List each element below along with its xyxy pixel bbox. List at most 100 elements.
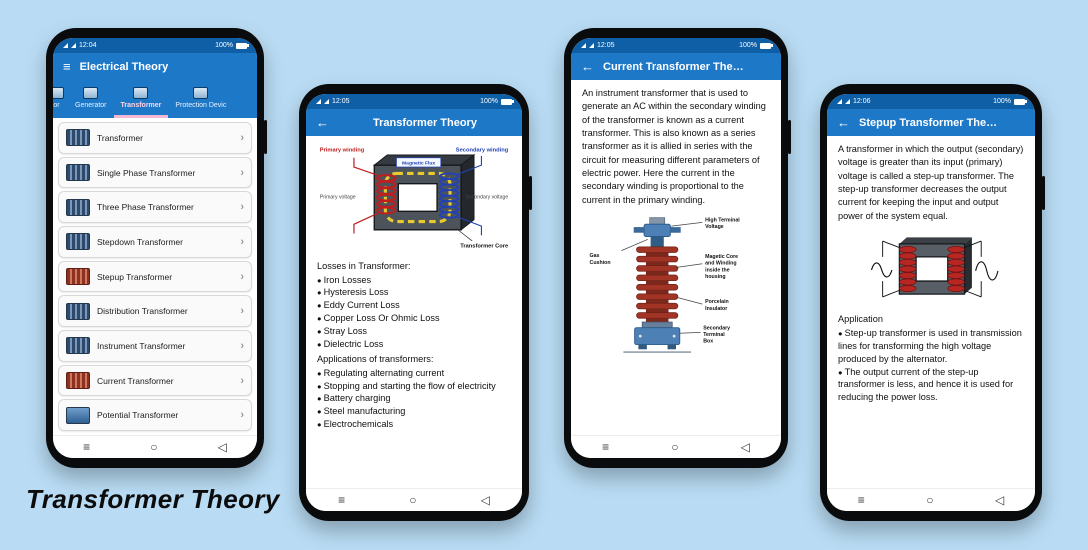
phone-3-frame: 12:05 100% ← Current Transformer The… An… [564, 28, 791, 468]
battery-icon [760, 42, 773, 49]
transformer-icon [66, 233, 90, 251]
label-primary-winding: Primary winding [320, 147, 365, 153]
svg-text:Cushion: Cushion [590, 260, 611, 266]
application-item: Electrochemicals [317, 418, 511, 431]
app-bar: ← Transformer Theory [306, 109, 522, 136]
phone-2-screen: 12:05 100% ← Transformer Theory [306, 94, 522, 511]
svg-text:and Winding: and Winding [705, 261, 736, 267]
android-nav-bar: ≡ ○ ◁ [827, 488, 1035, 511]
status-bar: 12:05 100% [571, 38, 781, 53]
chevron-right-icon: › [240, 374, 244, 387]
phone-2-frame: 12:05 100% ← Transformer Theory [299, 84, 532, 521]
svg-text:inside the: inside the [705, 267, 730, 273]
application-heading: Application [838, 314, 883, 325]
phone-1-frame: 12:04 100% ≡ Electrical Theory or Gener [46, 28, 267, 468]
app-bar: ← Current Transformer The… [571, 53, 781, 80]
page-title: Transformer Theory [373, 116, 477, 129]
nav-menu-icon[interactable]: ≡ [338, 493, 346, 507]
transformer-icon [66, 268, 90, 286]
application-item: Battery charging [317, 392, 511, 405]
chevron-right-icon: › [240, 235, 244, 248]
nav-menu-icon[interactable]: ≡ [602, 440, 610, 454]
label-gas-cushion: Gas [590, 253, 600, 259]
nav-menu-icon[interactable]: ≡ [83, 440, 91, 454]
back-arrow-icon[interactable]: ← [837, 115, 850, 130]
app-bar: ≡ Electrical Theory [53, 53, 257, 80]
transformer-icon [66, 406, 90, 424]
list-item-potential[interactable]: Potential Transformer › [58, 399, 252, 432]
application-item: Regulating alternating current [317, 367, 511, 380]
back-arrow-icon[interactable]: ← [316, 115, 329, 130]
list-item-single-phase[interactable]: Single Phase Transformer › [58, 156, 252, 189]
svg-text:Voltage: Voltage [705, 224, 724, 230]
secondary-coil [438, 172, 460, 219]
transformer-icon [66, 198, 90, 216]
chevron-right-icon: › [240, 305, 244, 318]
list-item-transformer[interactable]: Transformer › [58, 122, 252, 154]
app-bar: ← Stepup Transformer The… [827, 109, 1035, 136]
label-porcelain-insulator: Porcelain [705, 299, 729, 305]
input-sine-symbol [870, 262, 893, 278]
transformer-icon [66, 302, 90, 320]
loss-item: Iron Losses [317, 274, 511, 287]
article-content: A transformer in which the output (secon… [827, 136, 1035, 488]
porcelain-stack [636, 246, 679, 323]
tab-label: Generator [75, 101, 107, 109]
tab-protection-devices[interactable]: Protection Devic [168, 80, 233, 118]
list-item-instrument[interactable]: Instrument Transformer › [58, 330, 252, 362]
back-arrow-icon[interactable]: ← [581, 59, 594, 74]
nav-back-icon[interactable]: ◁ [740, 440, 750, 454]
tab-motor[interactable]: or [53, 80, 68, 118]
nav-home-icon[interactable]: ○ [409, 493, 417, 507]
nav-menu-icon[interactable]: ≡ [857, 493, 865, 507]
article-content: An instrument transformer that is used t… [571, 80, 781, 435]
tab-icon [133, 86, 149, 99]
battery-percent: 100% [739, 42, 757, 49]
status-bar: 12:05 100% [306, 94, 522, 109]
label-secondary-terminal-box: Secondary [703, 326, 730, 332]
nav-home-icon[interactable]: ○ [926, 493, 934, 507]
hamburger-menu-icon[interactable]: ≡ [63, 59, 71, 74]
nav-home-icon[interactable]: ○ [671, 440, 679, 454]
nav-back-icon[interactable]: ◁ [995, 493, 1005, 507]
tab-transformer[interactable]: Transformer [113, 80, 169, 118]
phone-4-frame: 12:06 100% ← Stepup Transformer The… A t… [820, 84, 1045, 521]
tab-label: Protection Devic [175, 101, 227, 109]
list-item-stepup[interactable]: Stepup Transformer › [58, 260, 252, 293]
current-transformer-diagram: Gas Cushion High Terminal Voltage Mageti… [590, 217, 740, 353]
tab-label: or [53, 101, 60, 109]
tab-generator[interactable]: Generator [68, 80, 114, 118]
primary-winding [899, 245, 917, 293]
android-nav-bar: ≡ ○ ◁ [571, 435, 781, 458]
status-bar: 12:04 100% [53, 38, 257, 53]
nav-back-icon[interactable]: ◁ [217, 440, 227, 454]
secondary-winding [947, 245, 965, 293]
application-item: Steel manufacturing [317, 405, 511, 418]
battery-icon [501, 98, 514, 105]
page-title: Current Transformer The… [603, 60, 744, 73]
list-item-three-phase[interactable]: Three Phase Transformer › [58, 191, 252, 224]
page-title: Transformer Theory [26, 484, 280, 514]
application-item: The output current of the step-up transf… [838, 366, 1024, 405]
article-content: Primary winding Secondary winding Magnet… [306, 136, 522, 488]
svg-text:Terminal: Terminal [703, 332, 725, 338]
status-time: 12:06 [853, 98, 871, 105]
description-paragraph: A transformer in which the output (secon… [838, 144, 1024, 221]
nav-home-icon[interactable]: ○ [150, 440, 158, 454]
nav-back-icon[interactable]: ◁ [480, 493, 490, 507]
stepup-transformer-diagram [870, 237, 999, 298]
tab-icon [193, 86, 209, 99]
list-item-stepdown[interactable]: Stepdown Transformer › [58, 226, 252, 258]
primary-coil [376, 174, 397, 215]
phone-4-screen: 12:06 100% ← Stepup Transformer The… A t… [827, 94, 1035, 511]
signal-icon [63, 43, 68, 48]
chevron-right-icon: › [240, 201, 244, 214]
transformer-core-diagram: Primary winding Secondary winding Magnet… [320, 147, 509, 249]
label-magnetic-core: Magetic Core [705, 254, 738, 260]
status-bar: 12:06 100% [827, 94, 1035, 109]
label-transformer-core: Transformer Core [460, 243, 508, 249]
android-nav-bar: ≡ ○ ◁ [53, 435, 257, 458]
list-item-distribution[interactable]: Distribution Transformer › [58, 295, 252, 328]
list-item-current[interactable]: Current Transformer › [58, 364, 252, 397]
tab-icon [83, 86, 99, 99]
